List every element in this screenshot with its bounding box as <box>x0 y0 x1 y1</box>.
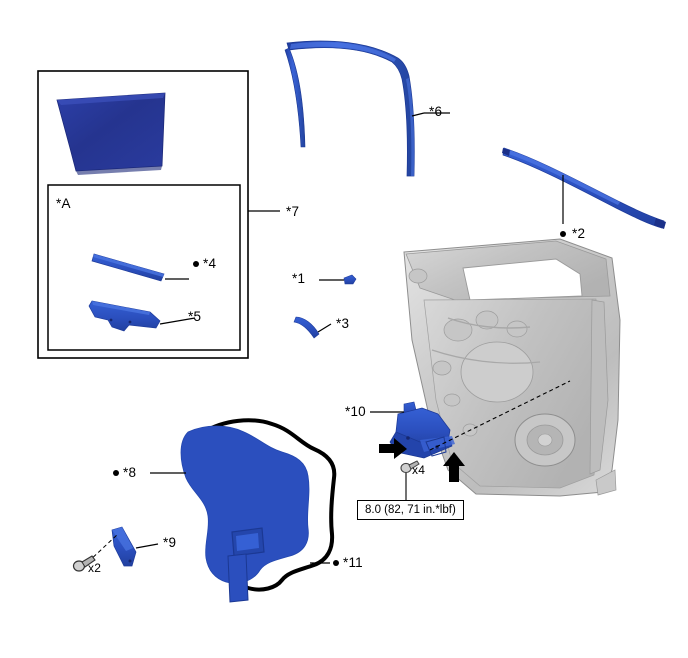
access-hole-b <box>475 310 499 330</box>
callout-label-9: *9 <box>163 535 177 550</box>
bullet-dot-8 <box>113 470 119 476</box>
bullet-dot-4 <box>193 261 199 267</box>
group-part-2 <box>502 147 666 237</box>
group-inner-box <box>47 184 241 351</box>
group-part-5 <box>88 300 196 332</box>
group-part-6 <box>284 40 450 177</box>
door-window-glass <box>56 92 166 172</box>
door-contour-line-2 <box>431 349 541 364</box>
leader-line-9 <box>135 543 159 549</box>
part-6-inner-channel <box>284 47 306 148</box>
group-outer-box <box>37 70 280 359</box>
leader-line-3a <box>317 323 332 333</box>
quantity-label-bolt-x4: x4 <box>412 463 426 477</box>
part-10-bolt-hole-1 <box>406 436 410 440</box>
access-hole-c <box>506 320 528 338</box>
outer-box-frame <box>37 70 249 359</box>
part-6-side-highlight <box>406 78 415 176</box>
bolt-x4-shank <box>408 460 420 470</box>
part-11-weatherstrip-loop <box>202 418 337 592</box>
group-part-11 <box>202 418 339 592</box>
door-lower-bracket <box>595 469 617 496</box>
part-3-body <box>293 316 320 339</box>
callout-label-2: *2 <box>572 226 586 241</box>
arrow-up-install <box>443 452 465 482</box>
access-hole-e <box>443 393 461 407</box>
callout-label-6: *6 <box>429 104 443 119</box>
part-2-end-clip-left <box>502 148 510 156</box>
torque-spec-box: 8.0 (82, 71 in.*lbf) <box>357 500 464 521</box>
part-5-highlight <box>92 301 150 315</box>
bullet-dot-2 <box>560 231 566 237</box>
group-bolt-x4 <box>400 460 420 500</box>
callout-label-11: *11 <box>343 555 363 570</box>
callout-label-8: *8 <box>123 465 137 480</box>
callout-label-1: *1 <box>292 271 306 286</box>
access-hole-g <box>408 268 428 284</box>
access-hole-a <box>443 318 473 342</box>
glass-top-highlight <box>57 93 165 105</box>
group-part-3 <box>293 316 332 339</box>
part-4-highlight <box>93 254 164 277</box>
door-window-opening <box>462 258 583 301</box>
group-door-window-glass <box>56 92 166 175</box>
part-6-outer-channel <box>286 40 415 177</box>
part-9-hole <box>128 559 132 563</box>
callout-label-4: *4 <box>203 256 217 271</box>
access-hole-large <box>460 341 534 403</box>
part-8-cover-body <box>180 425 310 584</box>
callout-label-A: *A <box>56 196 71 211</box>
part-5-hole-left <box>109 318 113 322</box>
group-door-panel <box>403 238 621 497</box>
leader-line-5 <box>159 317 196 325</box>
part-1-body <box>343 274 357 285</box>
group-part-1 <box>319 274 357 285</box>
part-2-end-clip-right <box>654 218 666 229</box>
speaker-center <box>537 433 553 447</box>
callout-label-10: *10 <box>345 404 366 419</box>
arrow-left-install <box>379 438 407 459</box>
part-8-handle-inner <box>236 533 259 551</box>
inner-box-frame <box>47 184 241 351</box>
callout-label-7: *7 <box>286 204 300 219</box>
quantity-label-screw-x2: x2 <box>88 561 102 575</box>
bullet-dot-11 <box>333 560 339 566</box>
part-8-tab <box>227 553 249 603</box>
glass-bottom-edge <box>76 166 162 175</box>
part-6-top-highlight <box>290 41 396 62</box>
group-install-arrows <box>379 438 465 482</box>
part-10-cable-guide <box>425 436 447 457</box>
group-part-10 <box>370 401 455 459</box>
group-screw-x2 <box>72 533 119 572</box>
part-2-highlight <box>503 148 620 205</box>
part-5-body <box>88 300 161 332</box>
leader-line-6a <box>411 112 425 117</box>
group-part-4 <box>91 253 199 282</box>
access-hole-d <box>432 360 452 376</box>
door-rear-edge <box>589 299 609 475</box>
callout-label-3: *3 <box>336 316 350 331</box>
part-5-hole-right <box>128 320 132 324</box>
door-contour-line-1 <box>447 317 531 329</box>
part-9-highlight <box>112 527 133 551</box>
screw-x2-shank <box>81 555 96 568</box>
assembly-dashed-line-regulator <box>429 380 571 451</box>
callout-label-5: *5 <box>188 309 202 324</box>
group-part-8 <box>113 425 310 603</box>
group-part-9 <box>111 526 159 567</box>
